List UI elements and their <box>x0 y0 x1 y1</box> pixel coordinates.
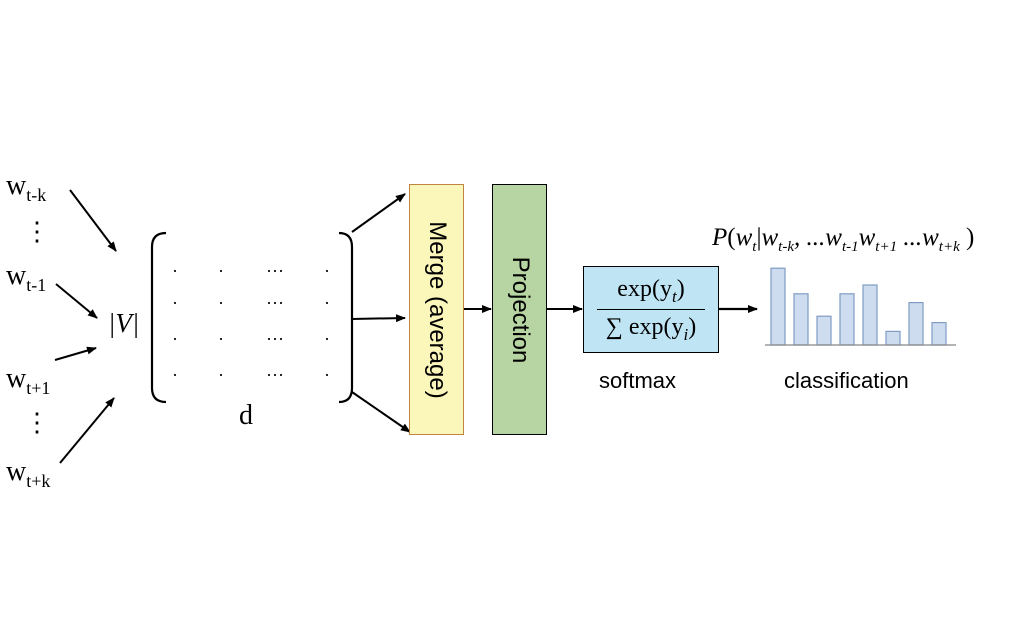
matrix-row: ······ <box>172 293 330 313</box>
projection-box: Projection <box>492 184 547 435</box>
matrix-row: ······ <box>172 261 330 281</box>
classification-bar <box>931 322 947 346</box>
arrow-to-merge-mid <box>351 314 406 323</box>
merge-box: Merge (average) <box>409 184 464 435</box>
arrow-to-merge-bottom <box>351 391 411 433</box>
matrix-right-bracket <box>338 231 354 404</box>
input-word-w-tp1: wt+1 <box>6 363 51 398</box>
arrow-w-t1 <box>55 283 98 319</box>
classification-bars <box>770 267 947 346</box>
arrow-to-merge-top <box>351 193 406 233</box>
classification-bar <box>908 302 924 346</box>
input-word-w-tpk: wt+k <box>6 456 51 491</box>
matrix-left-bracket <box>150 231 167 404</box>
arrow-w-tpk <box>59 397 115 464</box>
softmax-box: exp(yt) ∑ exp(yi) <box>583 266 719 353</box>
softmax-caption: softmax <box>599 368 677 393</box>
classification-bar <box>770 267 786 346</box>
input-vertical-dots-bottom: ⋮ <box>24 408 50 437</box>
input-word-w-tk: wt-k <box>6 170 47 205</box>
projection-label: Projection <box>506 256 534 363</box>
softmax-denominator: ∑ exp(yi) <box>605 314 697 344</box>
softmax-fraction-bar <box>597 309 705 310</box>
matrix-rows-label: |V| <box>108 308 140 338</box>
probability-expression: P(wt|wt-k, ...wt-1wt+1 ...wt+k ) <box>712 224 975 255</box>
classification-bar <box>862 284 878 346</box>
matrix-row: ······ <box>172 365 330 385</box>
matrix-cells: ······ ······ ······ ······ <box>160 261 360 384</box>
merge-label: Merge (average) <box>423 220 451 399</box>
matrix-row: ······ <box>172 329 330 349</box>
classification-bar <box>839 293 855 346</box>
matrix-cols-label: d <box>239 400 253 431</box>
classification-bar <box>793 293 809 346</box>
arrow-w-tp1 <box>54 346 97 361</box>
classification-caption: classification <box>784 368 909 393</box>
softmax-numerator: exp(yt) <box>617 276 685 306</box>
classification-bar <box>816 315 832 346</box>
input-vertical-dots-top: ⋮ <box>24 217 50 246</box>
input-word-w-t1: wt-1 <box>6 260 47 295</box>
classification-bar <box>885 330 901 346</box>
arrow-w-tk <box>69 189 117 252</box>
